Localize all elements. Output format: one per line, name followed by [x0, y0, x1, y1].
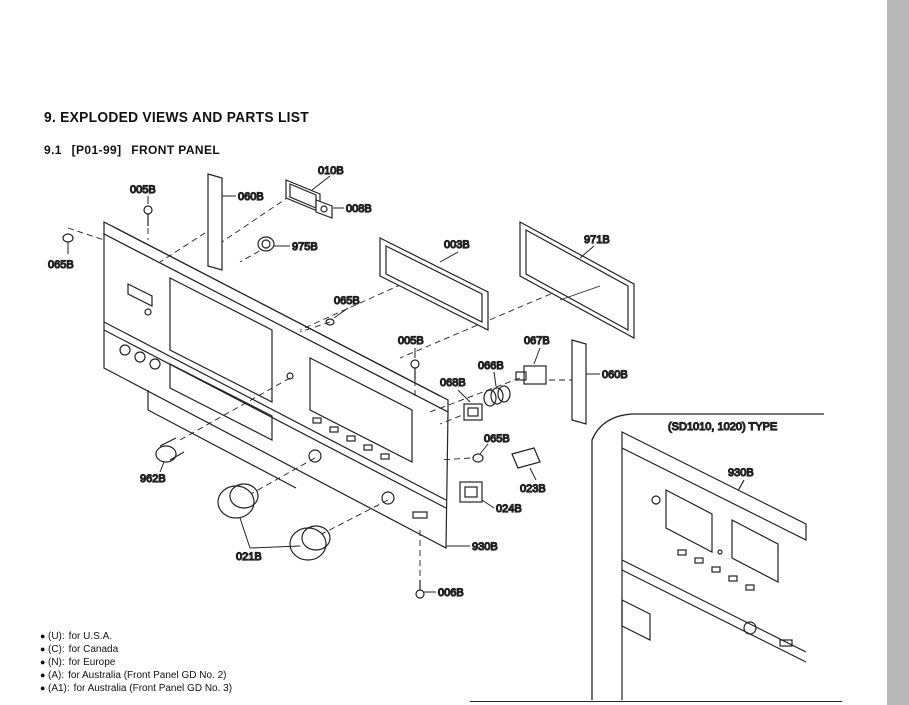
part-021b-knob-2 [289, 525, 331, 561]
label-021b: 021B [236, 551, 262, 563]
inset-part-label: 930B [728, 467, 754, 479]
legend: ● (U): for U.S.A. ● (C): for Canada ● (N… [40, 630, 232, 695]
label-005b-mid: 005B [398, 335, 424, 347]
label-008b: 008B [346, 203, 372, 215]
label-067b: 067B [524, 335, 550, 347]
part-005b-screw-top [143, 205, 153, 226]
label-066b: 066B [478, 360, 504, 372]
section-title: EXPLODED VIEWS AND PARTS LIST [60, 109, 309, 126]
part-066b-spring [483, 385, 511, 407]
label-930b: 930B [472, 541, 498, 553]
part-005b-screw-mid [410, 359, 420, 380]
label-006b: 006B [438, 587, 464, 599]
label-005b-top: 005B [130, 184, 156, 196]
section-number: 9. [44, 109, 57, 126]
label-971b: 971B [584, 234, 610, 246]
subsection-code: [P01-99] [71, 143, 122, 157]
label-010b: 010B [318, 165, 344, 177]
leader-lines [67, 175, 600, 593]
legend-item-a1: ● (A1): for Australia (Front Panel GD No… [40, 683, 233, 694]
part-962b-knob [155, 437, 185, 463]
part-065b-washer-mid [325, 318, 335, 326]
legend-item-u: ● (U): for U.S.A. [40, 631, 113, 642]
legend-item-c: ● (C): for Canada [40, 644, 119, 655]
part-975b-knob [257, 236, 275, 252]
label-003b: 003B [444, 239, 470, 251]
part-065b-washer-lower [472, 453, 484, 463]
part-021b-knob-1 [217, 483, 259, 519]
part-060b-bar-right [571, 339, 587, 425]
subsection-title: FRONT PANEL [131, 143, 221, 157]
label-065b-lower: 065B [484, 433, 510, 445]
part-008b-lamp [315, 199, 333, 219]
label-975b: 975B [292, 241, 318, 253]
label-065b-mid: 065B [334, 295, 360, 307]
legend-item-n: ● (N): for Europe [40, 657, 116, 668]
part-971b-glass [519, 220, 635, 340]
subsection-heading: 9.1 [P01-99] FRONT PANEL [44, 143, 226, 157]
inset-type-label: (SD1010, 1020) TYPE [668, 421, 777, 433]
label-065b-left: 065B [48, 259, 74, 271]
label-024b: 024B [496, 503, 522, 515]
part-024b-bracket [459, 481, 483, 503]
part-060b-bar-top [207, 173, 223, 271]
part-003b-frame [379, 237, 489, 331]
label-068b: 068B [440, 377, 466, 389]
part-023b-lever [511, 447, 541, 469]
part-065b-washer-left [62, 233, 74, 243]
front-panel [103, 221, 449, 549]
subsection-number: 9.1 [44, 143, 62, 157]
part-068b-holder [463, 403, 483, 421]
part-006b-screw [415, 580, 425, 599]
label-023b: 023B [520, 483, 546, 495]
label-060b-top: 060B [238, 191, 264, 203]
label-060b-right: 060B [602, 369, 628, 381]
section-heading: 9. EXPLODED VIEWS AND PARTS LIST [44, 109, 309, 126]
bottom-rule [470, 701, 842, 702]
legend-item-a: ● (A): for Australia (Front Panel GD No.… [40, 670, 227, 681]
scrollbar[interactable] [887, 0, 909, 705]
part-067b-switch [515, 365, 547, 385]
label-962b: 962B [140, 473, 166, 485]
inset-panel: (SD1010, 1020) TYPE 930B [591, 413, 824, 700]
